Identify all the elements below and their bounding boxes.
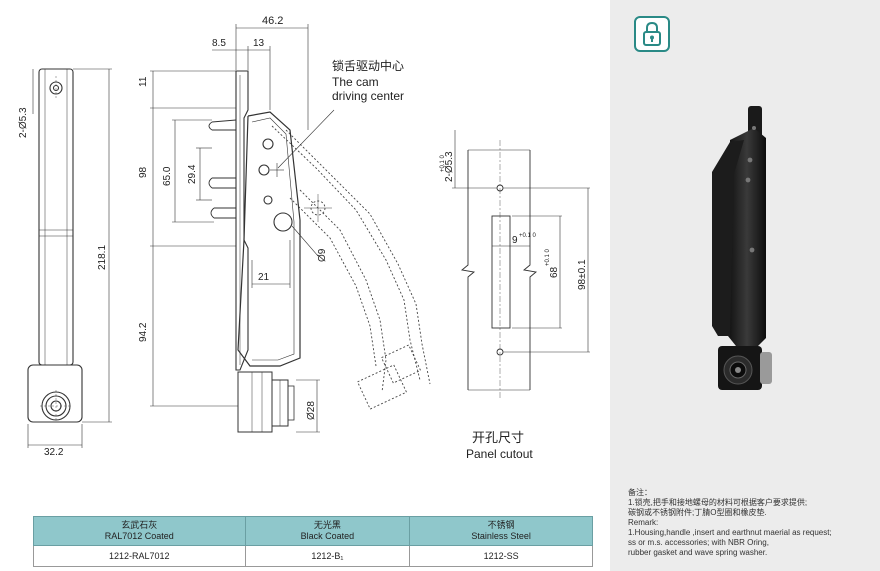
dim-32-2: 32.2	[44, 447, 64, 458]
header-black: 无光黑 Black Coated	[244, 516, 411, 546]
remark-line2-en: ss or m.s. accessories; with NBR Oring,	[628, 538, 769, 547]
cutout-dim-9-tol: +0.1 0	[519, 233, 537, 239]
finish-code-table: 玄武石灰 RAL7012 Coated 无光黑 Black Coated 不锈钢…	[33, 516, 593, 567]
cam-label-en1: The cam	[332, 75, 379, 89]
header-stainless: 不锈钢 Stainless Steel	[409, 516, 593, 546]
cutout-dim-2phi5-3: 2-Ø5.3	[444, 151, 455, 182]
code-black: 1212-B₁	[244, 545, 411, 567]
dim-46-2: 46.2	[262, 15, 283, 27]
dim-2phi5-3-front: 2-Ø5.3	[18, 107, 29, 138]
side-view	[208, 70, 301, 433]
cutout-label-cn: 开孔尺寸	[472, 430, 524, 445]
technical-drawing: 2-Ø5.3 218.1 32.2	[18, 15, 590, 461]
lock-icon	[634, 16, 670, 52]
remark-line1-en: 1.Housing,handle ,insert and earthnut ma…	[628, 528, 832, 537]
remark-line3-en: rubber gasket and wave spring washer.	[628, 548, 768, 557]
dim-94-2: 94.2	[138, 322, 149, 342]
code-stainless: 1212-SS	[409, 545, 593, 567]
dim-11: 11	[138, 76, 149, 87]
cam-label-en2: driving center	[332, 89, 404, 103]
dim-21: 21	[258, 272, 270, 283]
table-header-row: 玄武石灰 RAL7012 Coated 无光黑 Black Coated 不锈钢…	[33, 516, 593, 546]
cutout-dim-98: 98±0.1	[577, 259, 588, 290]
cutout-label-en: Panel cutout	[466, 447, 533, 461]
cutout-dim-9: 9	[512, 235, 518, 246]
cutout-dim-68-tol: +0.1 0	[545, 248, 551, 266]
cam-label-cn: 锁舌驱动中心	[332, 58, 404, 73]
dim-98: 98	[138, 166, 149, 178]
front-view	[27, 68, 83, 423]
handle-open-position	[271, 125, 431, 410]
table-row: 1212-RAL7012 1212-B₁ 1212-SS	[33, 545, 593, 567]
remark-title-en: Remark:	[628, 518, 659, 527]
cutout-dim-2phi5-3-tol: +0.1 0	[440, 154, 446, 172]
remark-title-cn: 备注：	[628, 488, 652, 497]
remark-line1-cn: 1.锁壳,把手和接地螺母的材料可根据客户要求提供;	[628, 498, 808, 507]
product-photo	[712, 106, 772, 390]
dim-phi9: Ø9	[317, 248, 328, 262]
dim-8-5: 8.5	[212, 38, 226, 49]
remarks: 备注： 1.锁壳,把手和接地螺母的材料可根据客户要求提供; 碳钢或不锈钢附件;丁…	[628, 488, 878, 558]
dim-13: 13	[253, 38, 265, 49]
dim-218-1: 218.1	[97, 245, 108, 270]
remark-line2-cn: 碳钢或不锈钢附件;丁腈O型圈和橡皮垫.	[628, 508, 767, 517]
panel-cutout	[460, 140, 538, 400]
dim-29-4: 29.4	[187, 164, 198, 184]
dim-phi28: Ø28	[306, 401, 317, 420]
dim-65: 65.0	[162, 166, 173, 186]
cutout-dim-68: 68	[549, 266, 560, 278]
header-ral7012: 玄武石灰 RAL7012 Coated	[33, 516, 246, 546]
product-side-panel: 备注： 1.锁壳,把手和接地螺母的材料可根据客户要求提供; 碳钢或不锈钢附件;丁…	[610, 0, 880, 571]
code-ral7012: 1212-RAL7012	[33, 545, 246, 567]
